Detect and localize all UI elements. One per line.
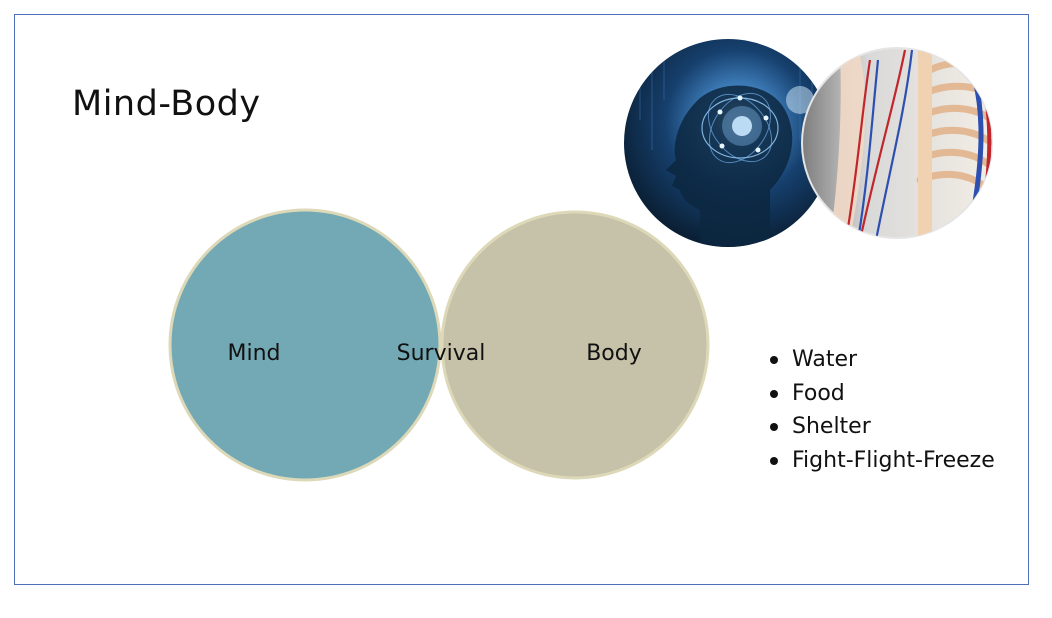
bullet-icon <box>770 456 778 465</box>
brain-network-head-image <box>624 39 832 247</box>
torso-anatomy-image <box>801 47 993 239</box>
bullet-icon <box>770 423 778 431</box>
mind-label: Mind <box>227 341 280 366</box>
list-item: Water <box>768 343 995 377</box>
bullet-icon <box>770 389 778 398</box>
list-item: Shelter <box>768 410 995 444</box>
slide-title: Mind-Body <box>72 84 261 124</box>
list-item: Food <box>768 377 995 411</box>
bullet-icon <box>770 356 778 364</box>
mind-circle <box>168 208 442 482</box>
survival-label: Survival <box>397 341 486 366</box>
body-circle <box>440 210 710 480</box>
survival-needs-list: Water Food Shelter Fight-Flight-Freeze <box>768 343 995 477</box>
list-item: Fight-Flight-Freeze <box>768 444 995 478</box>
body-label: Body <box>586 341 642 366</box>
